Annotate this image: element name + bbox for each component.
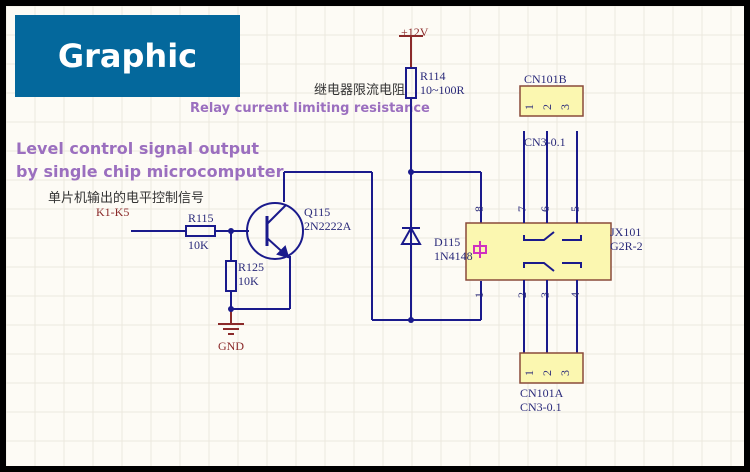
q115-emitter-arrow bbox=[276, 245, 290, 259]
r115-value: 10K bbox=[188, 238, 209, 252]
pin-label: 7 bbox=[515, 206, 529, 212]
q115-ref: Q115 bbox=[304, 205, 330, 219]
junction bbox=[408, 169, 414, 175]
relay-cn-annotation: 继电器限流电阻 bbox=[314, 83, 405, 98]
r114-body bbox=[405, 67, 417, 99]
junction bbox=[228, 228, 234, 234]
cn101b-value: CN3-0.1 bbox=[524, 135, 566, 149]
circuit-schematic: +12V R114 10~100R 继电器限流电阻 单片机输出的电平控制信号 K… bbox=[48, 25, 643, 414]
relay-body bbox=[465, 222, 612, 281]
cn101a-body bbox=[519, 352, 584, 384]
r125-ref: R125 bbox=[238, 260, 264, 274]
d115-ref: D115 bbox=[434, 235, 460, 249]
title-badge: Graphic bbox=[15, 15, 240, 97]
pin-label: 2 bbox=[515, 292, 529, 298]
relay-switch-top-fixed bbox=[562, 235, 582, 241]
relay-coil-icon bbox=[473, 241, 487, 258]
d115-body bbox=[400, 225, 422, 245]
q115-collector bbox=[266, 204, 287, 225]
pin-label: 5 bbox=[568, 206, 582, 212]
pin-label: 1 bbox=[522, 370, 536, 376]
signal-cn-annotation: 单片机输出的电平控制信号 bbox=[48, 190, 204, 206]
relay-ref: JX101 bbox=[610, 225, 641, 239]
pin-label: 3 bbox=[538, 292, 552, 298]
cn101b-ref: CN101B bbox=[524, 72, 567, 86]
q115-body bbox=[246, 202, 304, 260]
pin-label: 4 bbox=[568, 292, 582, 298]
pin-label: 1 bbox=[522, 104, 536, 110]
relay-switch-bottom-fixed bbox=[562, 262, 582, 268]
pin-label: 3 bbox=[558, 104, 572, 110]
d115-value: 1N4148 bbox=[434, 249, 473, 263]
gnd-label: GND bbox=[218, 339, 244, 353]
cn101a-ref: CN101A bbox=[520, 386, 564, 400]
r114-value: 10~100R bbox=[420, 83, 465, 97]
r125-body bbox=[225, 260, 237, 292]
r115-ref: R115 bbox=[188, 211, 214, 225]
r115-body bbox=[185, 225, 216, 237]
q115-value: 2N2222A bbox=[304, 219, 352, 233]
relay-resistance-annotation: Relay current limiting resistance bbox=[190, 101, 430, 116]
pin-label: 6 bbox=[538, 206, 552, 212]
pin-label: 8 bbox=[472, 206, 486, 212]
signal-annotation-line1: Level control signal output bbox=[16, 139, 260, 158]
schematic-frame: Graphic Relay current limiting resistanc… bbox=[6, 6, 744, 466]
junction bbox=[228, 306, 234, 312]
relay-switch-bottom bbox=[523, 262, 555, 272]
badge-title: Graphic bbox=[57, 37, 198, 75]
relay-value: G2R-2 bbox=[610, 239, 643, 253]
r125-value: 10K bbox=[238, 274, 259, 288]
r114-ref: R114 bbox=[420, 69, 446, 83]
input-label: K1-K5 bbox=[96, 205, 129, 219]
pin-label: 2 bbox=[540, 104, 554, 110]
power-label: +12V bbox=[401, 25, 429, 39]
cn101a-value: CN3-0.1 bbox=[520, 400, 562, 414]
signal-annotation-line2: by single chip microcomputer bbox=[16, 162, 284, 181]
pin-label: 2 bbox=[540, 370, 554, 376]
cn101b-body bbox=[519, 85, 584, 117]
junction bbox=[408, 317, 414, 323]
relay-switch-top bbox=[523, 231, 555, 241]
pin-label: 1 bbox=[472, 292, 486, 298]
pin-label: 3 bbox=[558, 370, 572, 376]
